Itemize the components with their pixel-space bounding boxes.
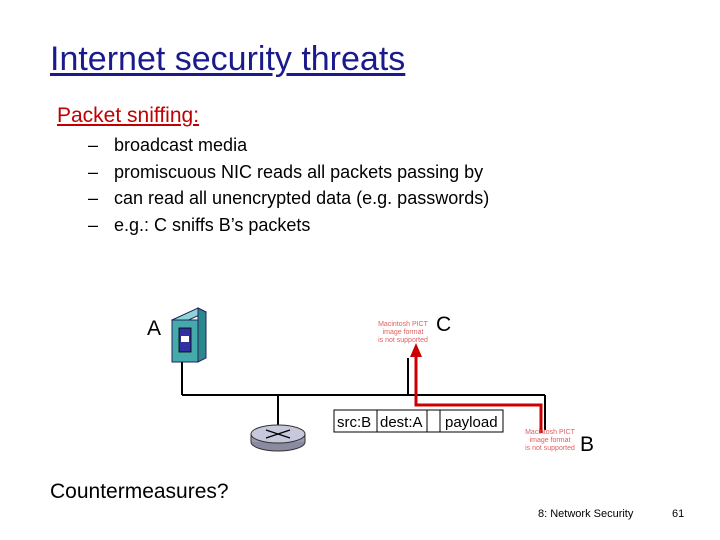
sniff-arrowhead: [410, 343, 422, 357]
bullet-list: –broadcast media –promiscuous NIC reads …: [88, 132, 489, 238]
page-number: 61: [672, 508, 685, 520]
slide-footer: 8: Network Security: [538, 508, 634, 520]
bullet-text: e.g.: C sniffs B’s packets: [114, 214, 311, 235]
placeholder-line: is not supported: [525, 445, 575, 452]
bullet-marker: –: [88, 161, 99, 182]
placeholder-line: image format: [382, 329, 424, 336]
bullet-item: –promiscuous NIC reads all packets passi…: [88, 159, 489, 186]
placeholder-line: Macintosh PICT: [378, 321, 428, 328]
sniff-path: [414, 356, 543, 433]
host-a-label: A: [147, 317, 162, 340]
bullet-text: promiscuous NIC reads all packets passin…: [114, 161, 484, 182]
placeholder-line: is not supported: [378, 337, 428, 344]
placeholder-line: Macintosh PICT: [525, 429, 575, 436]
placeholder-line: image format: [529, 437, 571, 444]
bullet-item: –broadcast media: [88, 132, 489, 159]
host-computer-icon: [170, 307, 208, 363]
router-icon: [250, 424, 306, 452]
bullet-text: can read all unencrypted data (e.g. pass…: [114, 188, 490, 208]
slide-subtitle: Packet sniffing:: [57, 104, 200, 127]
bullet-text: broadcast media: [114, 135, 248, 155]
countermeasures-heading: Countermeasures?: [50, 480, 229, 503]
slide-title: Internet security threats: [50, 40, 406, 78]
image-placeholder-c: Macintosh PICT image format is not suppo…: [372, 321, 434, 345]
bullet-marker: –: [88, 188, 99, 208]
bullet-marker: –: [88, 135, 99, 155]
packet-src-field: src:B: [337, 414, 372, 431]
packet-dest-field: dest:A: [380, 414, 423, 431]
bullet-item: –can read all unencrypted data (e.g. pas…: [88, 185, 489, 212]
bullet-marker: –: [88, 214, 99, 235]
packet-payload-field: payload: [445, 414, 498, 431]
host-c-label: C: [436, 313, 452, 336]
image-placeholder-b: Macintosh PICT image format is not suppo…: [522, 429, 578, 453]
packet-frame: [333, 409, 504, 433]
bullet-item: –e.g.: C sniffs B’s packets: [88, 212, 489, 239]
host-b-label: B: [580, 433, 595, 456]
